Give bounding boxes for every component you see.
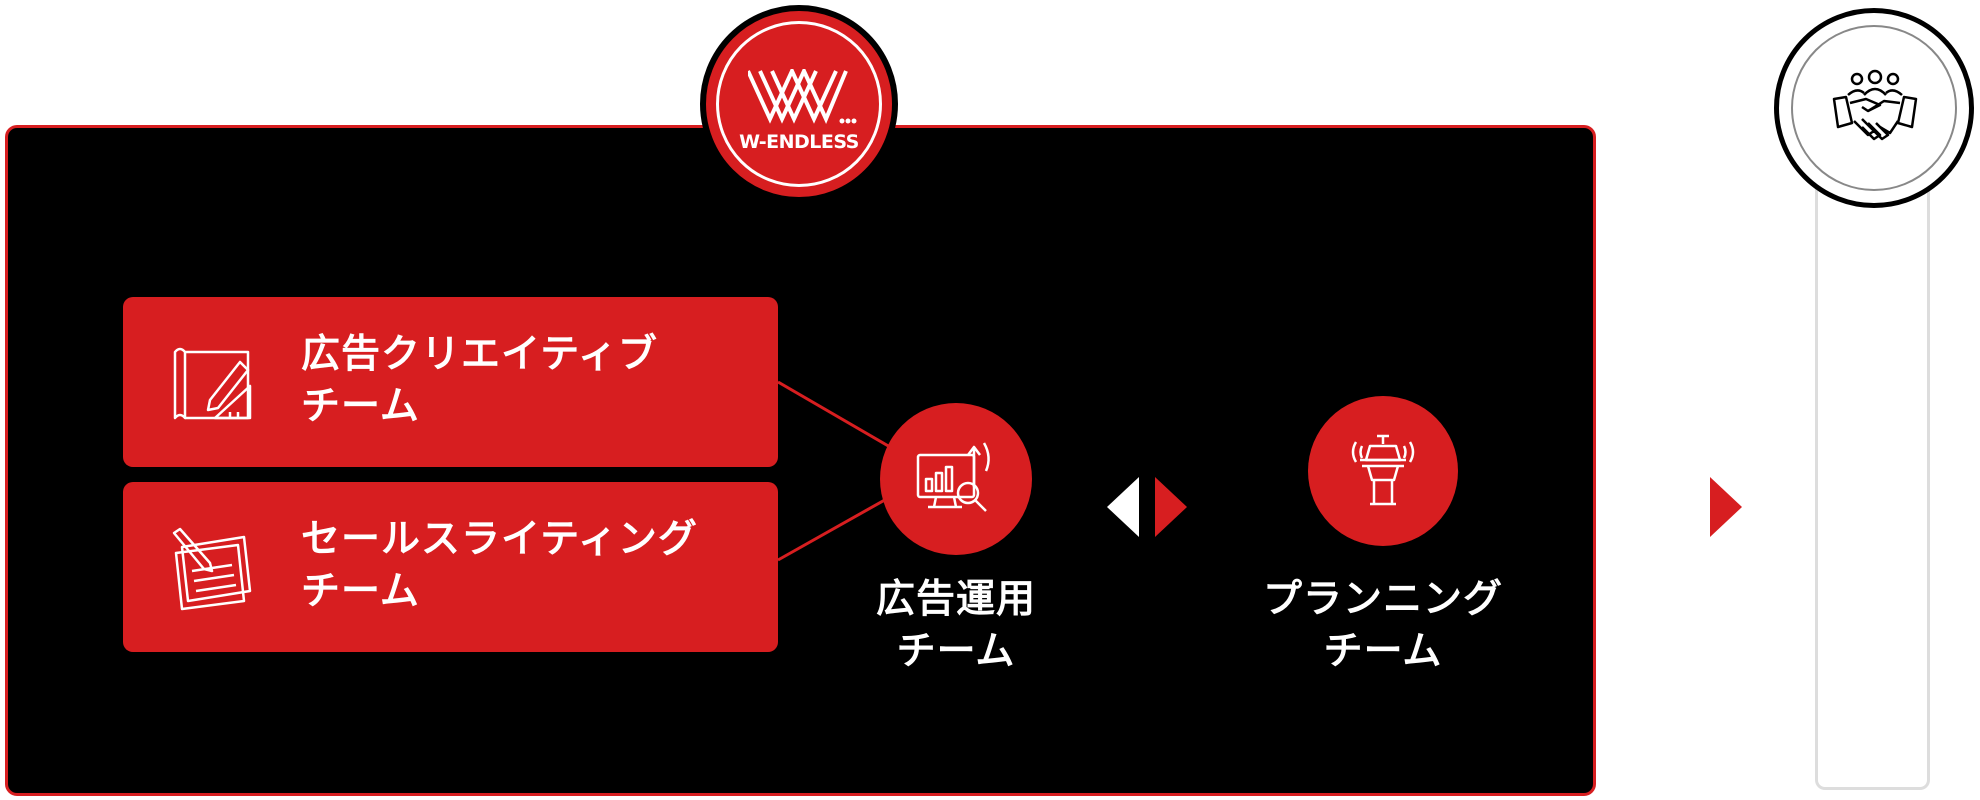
connector-creative xyxy=(777,380,891,449)
creative-team-label-line1: 広告クリエイティブ xyxy=(301,332,658,377)
sales-writing-team-label: セールスライティング チーム xyxy=(301,514,698,618)
ad-operations-circle xyxy=(880,403,1032,555)
w-endless-logo-icon xyxy=(748,69,857,124)
sales-writing-team-label-line1: セールスライティング xyxy=(301,517,698,562)
ad-operations-label: 広告運用 チーム xyxy=(856,574,1056,678)
w-endless-logo-badge: W-ENDLESS xyxy=(700,5,898,203)
partner-inner-ring xyxy=(1791,25,1957,191)
bidirectional-arrow-icon xyxy=(1107,477,1187,537)
creative-team-box: 広告クリエイティブ チーム xyxy=(123,297,778,467)
logo-text: W-ENDLESS xyxy=(739,131,859,153)
ad-operations-label-line1: 広告運用 xyxy=(875,577,1036,622)
blueprint-pencil-icon xyxy=(173,347,252,420)
sales-writing-team-box: セールスライティング チーム xyxy=(123,482,778,652)
partner-badge xyxy=(1774,8,1974,208)
handshake-team-icon xyxy=(1832,69,1918,141)
ad-operations-label-line2: チーム xyxy=(896,629,1016,674)
creative-team-label-line2: チーム xyxy=(301,384,420,429)
planning-label: プランニング チーム xyxy=(1244,574,1522,678)
analytics-monitor-icon xyxy=(916,442,990,512)
left-arrow-icon xyxy=(1107,477,1139,537)
right-arrow-icon xyxy=(1710,477,1742,537)
creative-team-label: 広告クリエイティブ チーム xyxy=(301,329,658,433)
partner-column xyxy=(1815,185,1930,790)
right-arrow-icon xyxy=(1155,477,1187,537)
planning-circle xyxy=(1308,396,1458,546)
sales-writing-team-label-line2: チーム xyxy=(301,569,420,614)
notepad-pen-icon xyxy=(172,527,252,611)
planning-label-line1: プランニング xyxy=(1262,577,1503,622)
control-tower-icon xyxy=(1351,434,1415,506)
planning-label-line2: チーム xyxy=(1323,629,1443,674)
logo-inner-ring xyxy=(716,21,882,187)
connector-sales xyxy=(777,495,891,562)
